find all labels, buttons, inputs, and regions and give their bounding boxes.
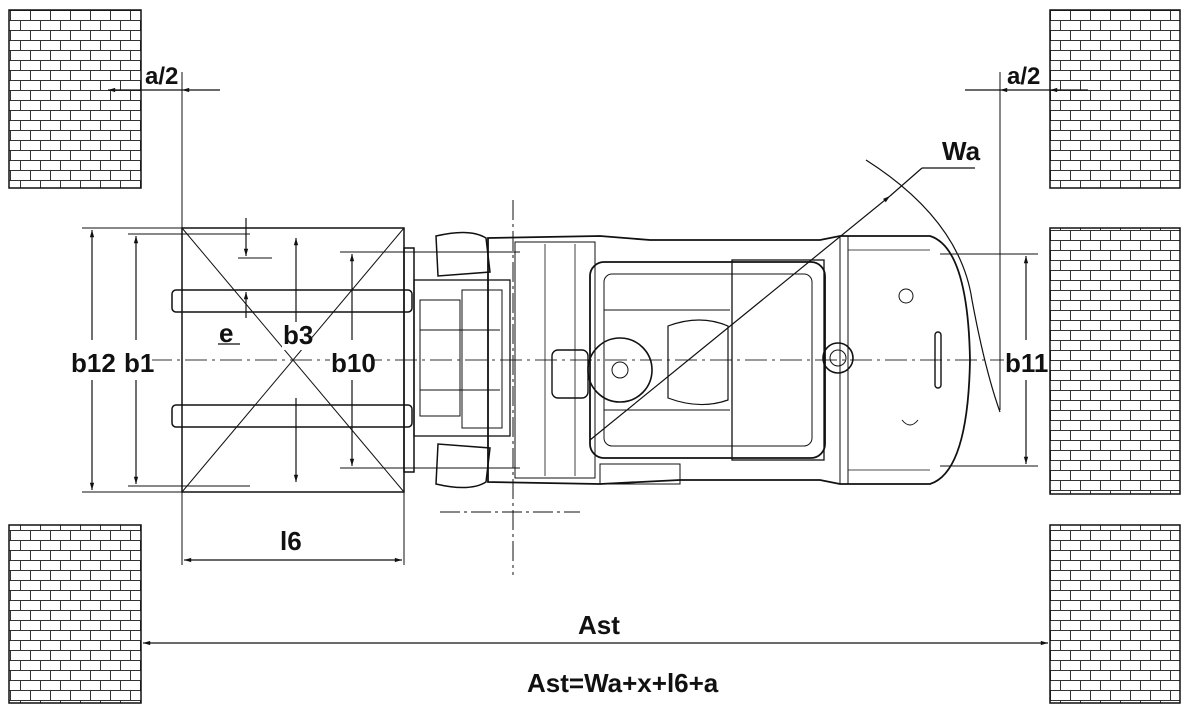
label-b1: b1 <box>124 348 154 378</box>
wa-leader <box>589 167 975 441</box>
label-formula: Ast=Wa+x+l6+a <box>527 668 719 698</box>
dim-b11 <box>940 253 1038 467</box>
reference-lines <box>181 72 1001 575</box>
label-half-a-right: a/2 <box>1007 63 1040 90</box>
label-e: e <box>219 318 233 348</box>
label-wa: Wa <box>942 136 981 166</box>
label-b10: b10 <box>331 348 376 378</box>
forklift-body <box>403 231 971 489</box>
label-b3: b3 <box>283 320 313 350</box>
label-b12: b12 <box>71 348 116 378</box>
rack-bottom-right <box>1049 524 1181 704</box>
turning-radius-arc <box>865 159 1001 413</box>
dim-e <box>218 218 272 345</box>
label-half-a-left: a/2 <box>145 63 178 90</box>
dim-b12 <box>82 227 182 493</box>
label-l6: l6 <box>280 526 302 556</box>
rack-bottom-left <box>8 524 142 704</box>
forks <box>171 289 413 428</box>
rack-top-left <box>8 9 142 189</box>
label-ast: Ast <box>578 610 620 640</box>
dim-b10 <box>340 251 520 469</box>
label-b11: b11 <box>1005 348 1048 378</box>
rack-mid-right <box>1049 227 1181 495</box>
rack-top-right <box>1049 9 1181 189</box>
dim-b1 <box>128 233 250 487</box>
